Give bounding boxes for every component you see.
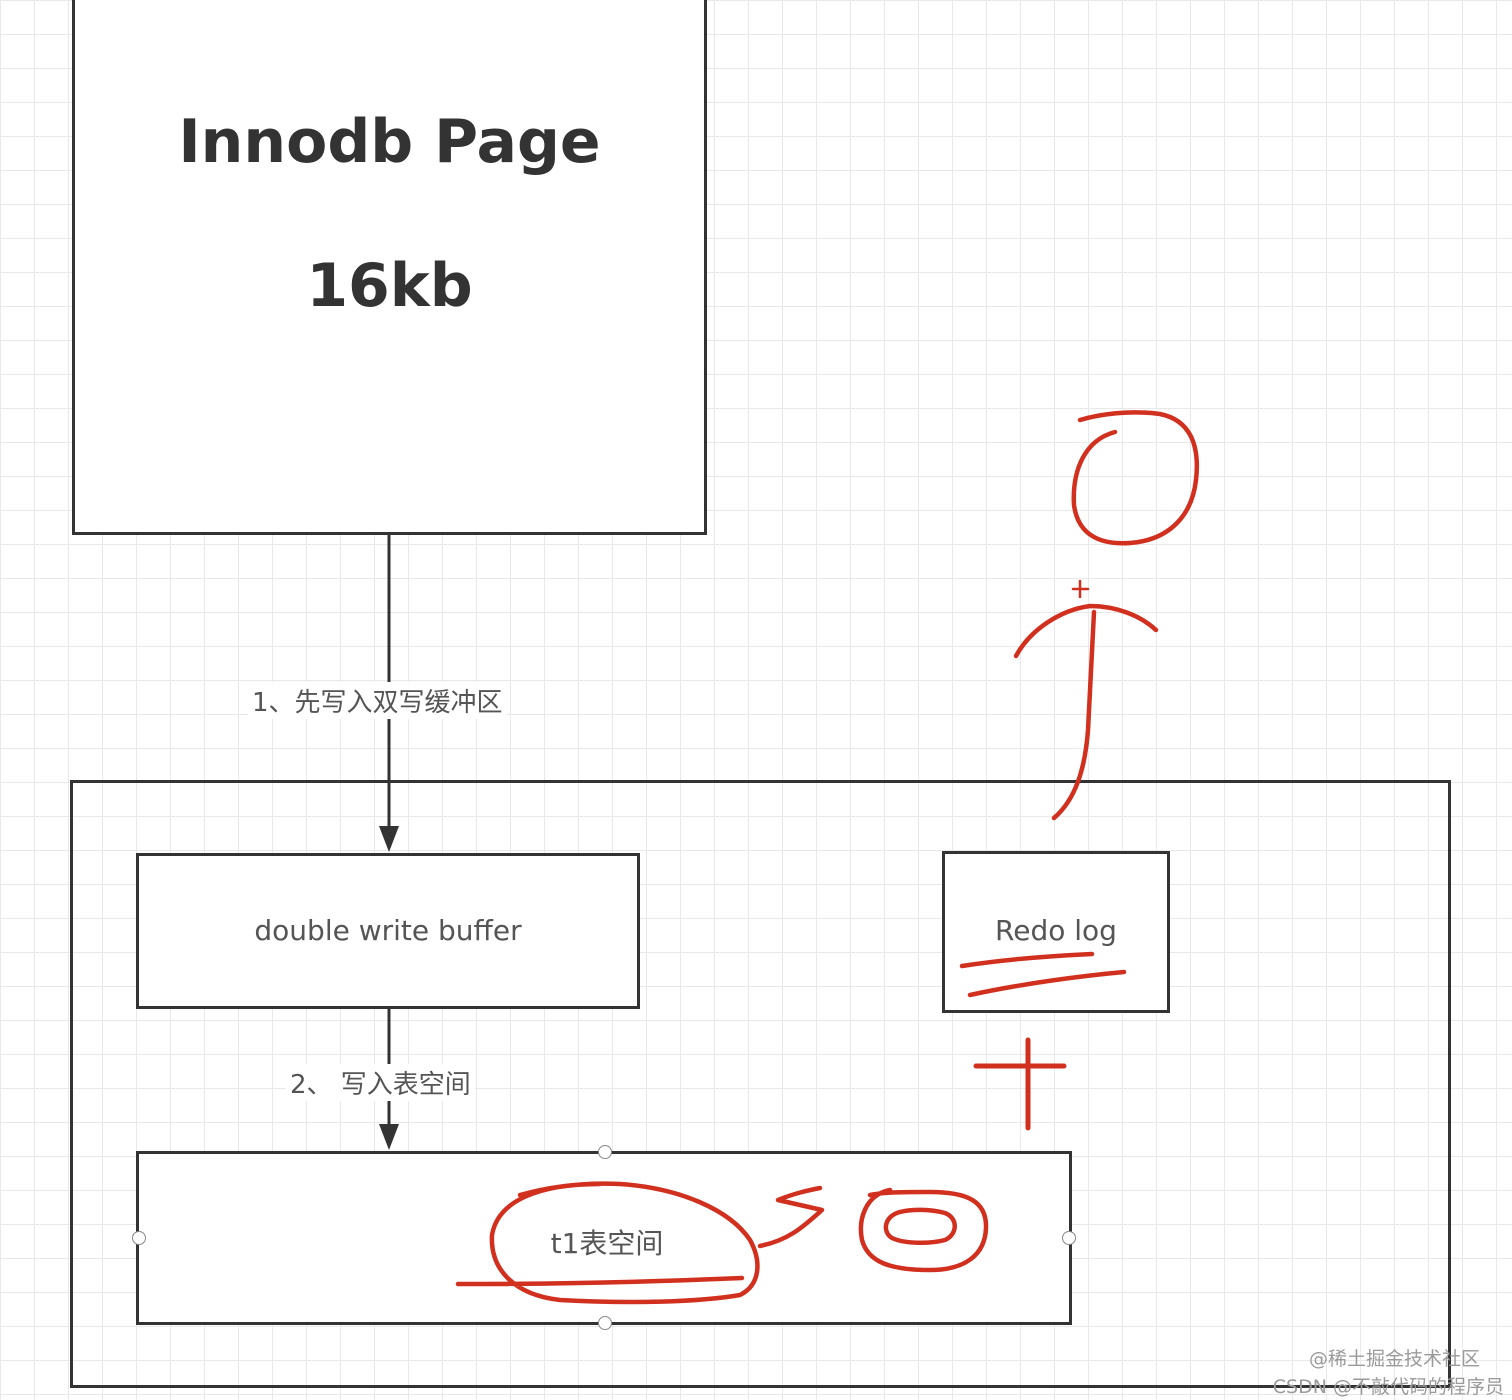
annotation-underline-2 <box>967 969 1127 998</box>
annotation-loop-outer <box>858 1187 989 1273</box>
page-title: Innodb Page <box>178 107 601 177</box>
step1-edge-label: 1、先写入双写缓冲区 <box>248 682 507 719</box>
annotation-zero <box>1071 410 1200 546</box>
annotation-big-plus <box>973 1037 1067 1131</box>
annotation-arrow-head <box>1013 603 1159 659</box>
redo-log-label: Redo log <box>995 914 1117 947</box>
annotation-circle-t1 <box>455 1181 825 1305</box>
annotation-loop-inner <box>883 1207 957 1245</box>
t1-tablespace-box[interactable]: t1表空间 <box>136 1151 1072 1325</box>
double-write-buffer-label: double write buffer <box>254 914 522 947</box>
annotation-small-plus <box>1071 579 1090 599</box>
selection-handle-top[interactable] <box>598 1145 612 1159</box>
annotation-arrow-shaft <box>1051 609 1097 821</box>
innodb-page-box: Innodb Page 16kb <box>72 0 707 535</box>
annotation-underline-1 <box>959 951 1095 969</box>
disk-area-box <box>70 780 1451 1388</box>
selection-handle-left[interactable] <box>132 1231 146 1245</box>
double-write-buffer-box: double write buffer <box>136 853 640 1009</box>
selection-handle-right[interactable] <box>1062 1231 1076 1245</box>
step2-edge-label: 2、 写入表空间 <box>286 1064 475 1101</box>
selection-handle-bottom[interactable] <box>598 1316 612 1330</box>
watermark-juejin: @稀土掘金技术社区 <box>1308 1348 1480 1370</box>
t1-tablespace-label: t1表空间 <box>550 1227 664 1260</box>
redo-log-box: Redo log <box>942 851 1170 1013</box>
arrowhead-t1 <box>379 1124 399 1150</box>
page-size: 16kb <box>306 251 473 321</box>
arrowhead-dwb <box>379 826 399 852</box>
watermark-csdn: CSDN @不敲代码的程序员 <box>1272 1376 1504 1398</box>
